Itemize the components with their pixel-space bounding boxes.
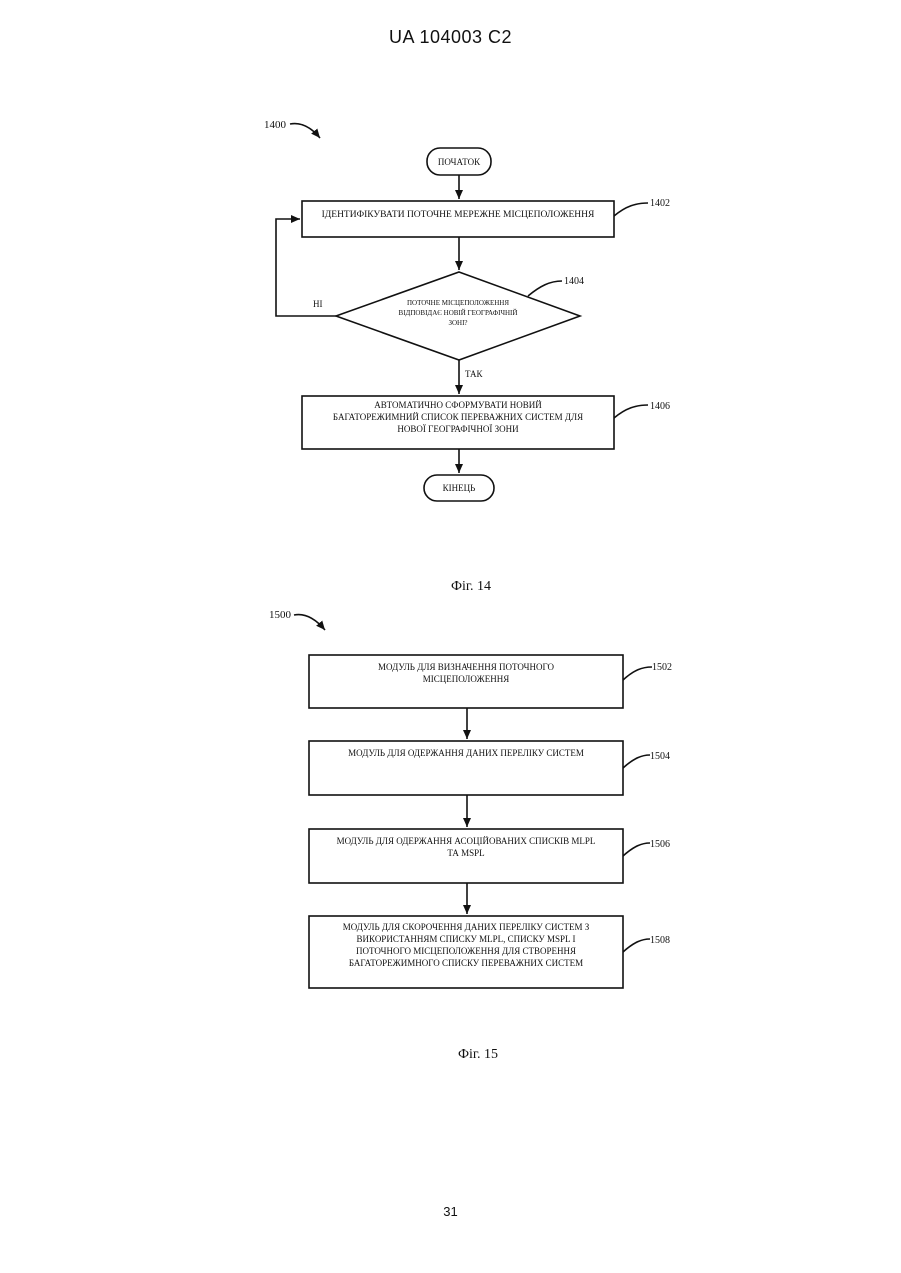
ref-1508: 1508 bbox=[650, 935, 670, 946]
fig14-ref-arrow bbox=[290, 124, 320, 138]
fig15-ref-arrow bbox=[294, 615, 325, 630]
module-1508-line1: МОДУЛЬ ДЛЯ СКОРОЧЕННЯ ДАНИХ ПЕРЕЛІКУ СИС… bbox=[343, 922, 590, 932]
yes-label: ТАК bbox=[465, 369, 484, 379]
ref-leader-1404 bbox=[528, 281, 562, 296]
module-1504-line1: МОДУЛЬ ДЛЯ ОДЕРЖАННЯ ДАНИХ ПЕРЕЛІКУ СИСТ… bbox=[348, 748, 584, 758]
module-1506-line2: ТА MSPL bbox=[447, 848, 484, 858]
ref-1502: 1502 bbox=[652, 662, 672, 673]
start-label: ПОЧАТОК bbox=[438, 157, 481, 167]
module-1502-line1: МОДУЛЬ ДЛЯ ВИЗНАЧЕННЯ ПОТОЧНОГО bbox=[378, 662, 554, 672]
generate-list-line3: НОВОЇ ГЕОГРАФІЧНОЇ ЗОНИ bbox=[397, 424, 519, 434]
fig14-caption: Фіг. 14 bbox=[451, 579, 491, 594]
decision-text-line2: ВІДПОВІДАЄ НОВІЙ ГЕОГРАФІЧНІЙ bbox=[399, 309, 518, 317]
generate-list-line2: БАГАТОРЕЖИМНИЙ СПИСОК ПЕРЕВАЖНИХ СИСТЕМ … bbox=[333, 412, 583, 422]
decision-text-line1: ПОТОЧНЕ МІСЦЕПОЛОЖЕННЯ bbox=[407, 299, 509, 307]
decision-text-line3: ЗОНІ? bbox=[448, 319, 467, 327]
module-1508-line2: ВИКОРИСТАННЯМ СПИСКУ MLPL, СПИСКУ MSPL І bbox=[357, 934, 576, 944]
ref-leader-1504 bbox=[623, 755, 650, 768]
module-1506-line1: МОДУЛЬ ДЛЯ ОДЕРЖАННЯ АСОЦІЙОВАНИХ СПИСКІ… bbox=[337, 836, 596, 846]
fig15-caption: Фіг. 15 bbox=[458, 1047, 498, 1062]
ref-1506: 1506 bbox=[650, 839, 670, 850]
fig14-ref-label: 1400 bbox=[264, 119, 287, 131]
ref-1404: 1404 bbox=[564, 276, 584, 287]
end-label: КІНЕЦЬ bbox=[443, 483, 476, 493]
fig15-ref-label: 1500 bbox=[269, 609, 292, 621]
ref-leader-1506 bbox=[623, 843, 650, 856]
ref-leader-1402 bbox=[614, 203, 648, 216]
no-label: НІ bbox=[313, 299, 323, 309]
module-1508-line3: ПОТОЧНОГО МІСЦЕПОЛОЖЕННЯ ДЛЯ СТВОРЕННЯ bbox=[356, 946, 576, 956]
page-number: 31 bbox=[0, 1204, 901, 1219]
ref-leader-1502 bbox=[623, 667, 652, 680]
ref-leader-1406 bbox=[614, 405, 648, 418]
ref-1402: 1402 bbox=[650, 198, 670, 209]
module-1502-line2: МІСЦЕПОЛОЖЕННЯ bbox=[423, 674, 510, 684]
identify-location-text: ІДЕНТИФІКУВАТИ ПОТОЧНЕ МЕРЕЖНЕ МІСЦЕПОЛО… bbox=[322, 210, 595, 220]
ref-1504: 1504 bbox=[650, 751, 670, 762]
ref-1406: 1406 bbox=[650, 401, 670, 412]
module-1508-line4: БАГАТОРЕЖИМНОГО СПИСКУ ПЕРЕВАЖНИХ СИСТЕМ bbox=[349, 958, 583, 968]
generate-list-line1: АВТОМАТИЧНО СФОРМУВАТИ НОВИЙ bbox=[374, 400, 542, 410]
ref-leader-1508 bbox=[623, 939, 650, 952]
